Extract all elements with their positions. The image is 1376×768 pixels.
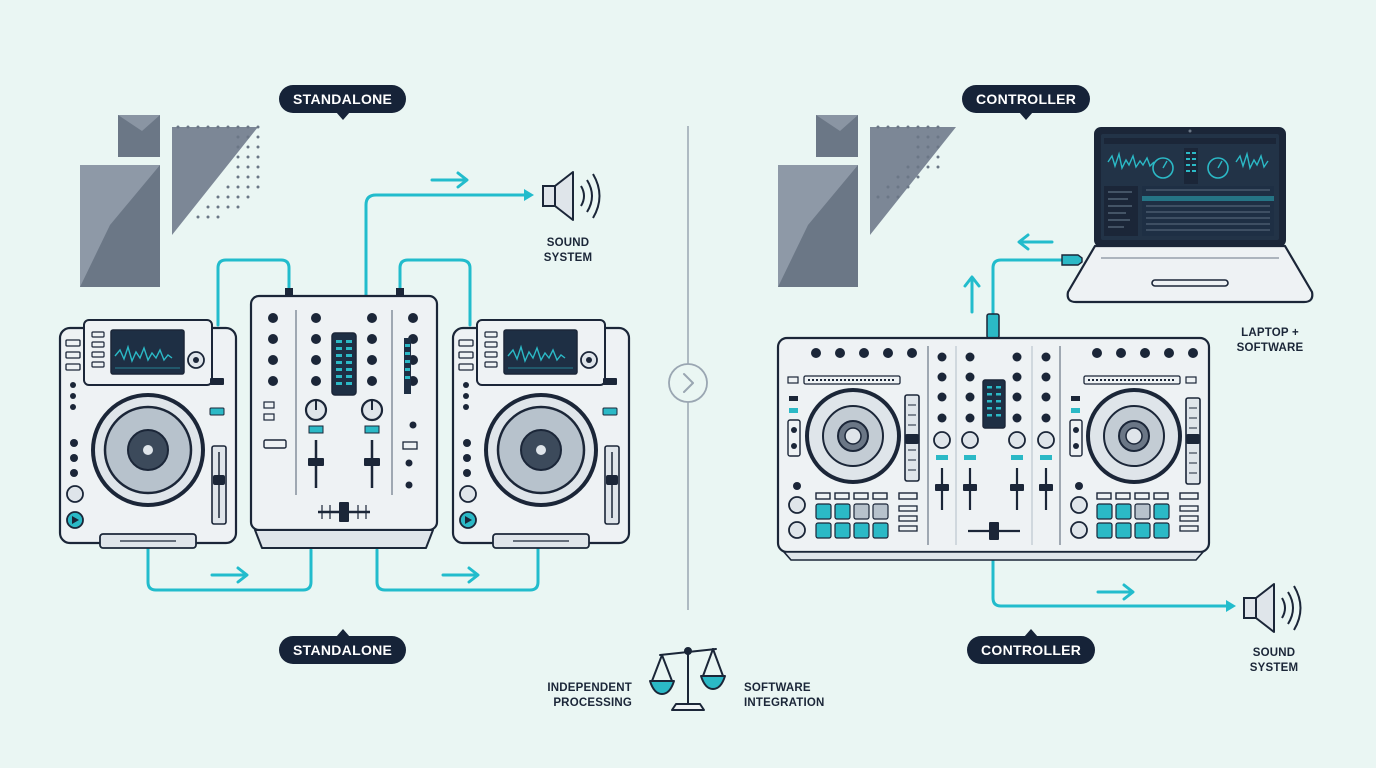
laptop xyxy=(1066,127,1314,304)
usb-plug-controller xyxy=(986,313,1000,339)
callout-pointer xyxy=(1024,629,1039,637)
sound-system-label-left-line2: SYSTEM xyxy=(543,252,593,264)
laptop-software-label: LAPTOP + SOFTWARE xyxy=(1226,326,1314,356)
standalone-label-bottom-text: STANDALONE xyxy=(293,642,393,658)
callout-pointer xyxy=(1019,112,1034,120)
sound-system-label-right: SOUND SYSTEM xyxy=(1236,646,1312,676)
controller-label-top: CONTROLLER xyxy=(962,85,1091,120)
sound-system-label-right-line1: SOUND xyxy=(1252,647,1296,659)
software-integration-label-line2: INTEGRATION xyxy=(744,697,825,709)
cables-standalone xyxy=(146,193,540,592)
callout-pointer xyxy=(335,112,350,120)
cable-arrowhead xyxy=(524,189,534,201)
cdj-player-right xyxy=(451,318,631,550)
speaker-icon xyxy=(542,171,601,221)
independent-processing-label-line2: PROCESSING xyxy=(553,697,632,709)
sound-system-label-right-line2: SYSTEM xyxy=(1249,662,1299,674)
standalone-label-bottom: STANDALONE xyxy=(279,629,407,664)
laptop-software-label-line2: SOFTWARE xyxy=(1236,342,1304,354)
usb-plug-laptop xyxy=(1061,254,1083,266)
chevron-right-icon xyxy=(668,363,708,403)
sound-system-label-left-line1: SOUND xyxy=(546,237,590,249)
controller-label-top-text: CONTROLLER xyxy=(976,91,1077,107)
dj-controller xyxy=(776,336,1211,561)
cdj-player-left xyxy=(58,318,238,550)
software-integration-label-line1: SOFTWARE xyxy=(744,682,811,694)
speaker-icon xyxy=(1243,583,1302,633)
laptop-software-label-line1: LAPTOP + xyxy=(1241,327,1299,339)
controller-label-bottom: CONTROLLER xyxy=(967,629,1096,664)
callout-pointer xyxy=(335,629,350,637)
cable-arrowhead xyxy=(1226,600,1236,612)
decorative-blocks-left xyxy=(80,115,260,287)
standalone-label-top-text: STANDALONE xyxy=(293,91,393,107)
standalone-label-top: STANDALONE xyxy=(279,85,407,120)
dj-mixer xyxy=(249,288,439,549)
independent-processing-label-line1: INDEPENDENT xyxy=(547,682,632,694)
software-integration-label: SOFTWARE INTEGRATION xyxy=(744,681,856,711)
signal-arrows-standalone xyxy=(210,171,480,584)
controller-label-bottom-text: CONTROLLER xyxy=(981,642,1082,658)
decorative-blocks-right xyxy=(778,115,956,287)
cables-controller xyxy=(963,233,1230,608)
scale-icon xyxy=(649,647,726,711)
sound-system-label-left: SOUND SYSTEM xyxy=(530,236,606,266)
independent-processing-label: INDEPENDENT PROCESSING xyxy=(520,681,632,711)
